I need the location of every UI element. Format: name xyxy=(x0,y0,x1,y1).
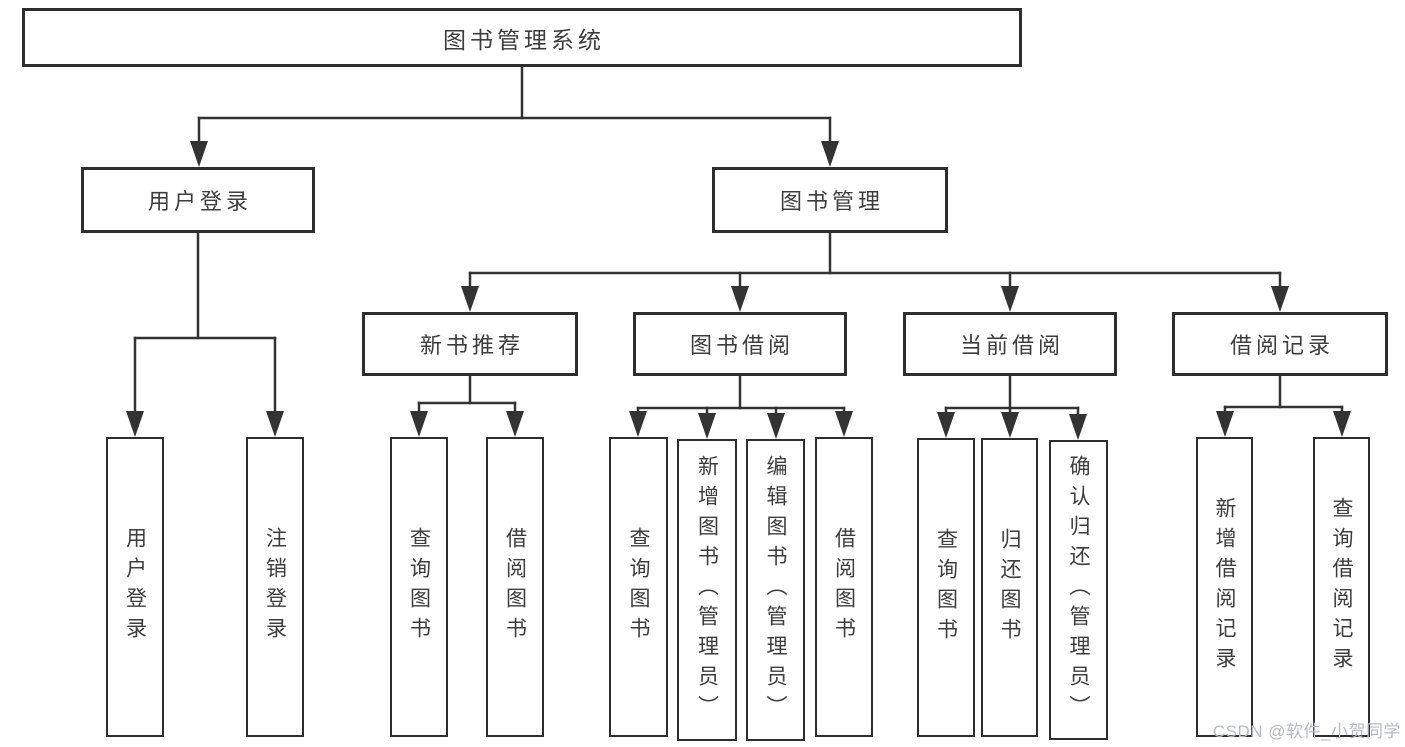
arrow-down-icon xyxy=(767,413,785,439)
node-label: 查询借阅记录 xyxy=(1330,497,1353,677)
connector-current-borrow xyxy=(937,374,1087,440)
arrow-down-icon xyxy=(731,286,749,312)
node-leaf-add-book: 新增图书（管理员） xyxy=(677,439,737,741)
arrow-down-icon xyxy=(1333,411,1351,437)
connector-user-login xyxy=(126,231,284,437)
node-label: 借阅图书 xyxy=(503,527,527,647)
node-label: 归还图书 xyxy=(998,527,1021,648)
node-label: 当前借阅 xyxy=(959,333,1064,358)
node-label: 查询图书 xyxy=(934,527,958,648)
node-label: 查询图书 xyxy=(407,527,431,647)
node-label: 图书管理系统 xyxy=(443,26,605,53)
arrow-down-icon xyxy=(506,411,524,437)
node-leaf-edit-book: 编辑图书（管理员） xyxy=(746,439,805,741)
node-leaf-query-book-3: 查询图书 xyxy=(917,438,975,737)
arrow-down-icon xyxy=(266,411,284,437)
arrow-down-icon xyxy=(1001,412,1019,438)
connector-book-borrow xyxy=(629,374,853,439)
node-label: 借阅图书 xyxy=(832,527,856,647)
arrow-down-icon xyxy=(937,412,955,438)
node-user-login: 用户登录 xyxy=(81,167,315,233)
node-leaf-confirm-return: 确认归还（管理员） xyxy=(1049,440,1108,740)
node-leaf-query-book-2: 查询图书 xyxy=(609,437,668,737)
arrow-down-icon xyxy=(698,413,716,439)
node-current-borrow: 当前借阅 xyxy=(903,312,1117,376)
arrow-down-icon xyxy=(1271,286,1289,312)
arrow-down-icon xyxy=(1216,411,1234,437)
arrow-down-icon xyxy=(821,141,839,167)
arrow-down-icon xyxy=(1001,286,1019,312)
node-label: 新增图书（管理员） xyxy=(695,455,719,725)
arrow-down-icon xyxy=(461,286,479,312)
node-leaf-query-book-1: 查询图书 xyxy=(390,437,448,737)
node-root: 图书管理系统 xyxy=(22,8,1022,67)
node-leaf-query-record: 查询借阅记录 xyxy=(1313,437,1370,737)
node-label: 图书借阅 xyxy=(689,333,794,358)
node-label: 用户登录 xyxy=(123,527,147,647)
arrow-down-icon xyxy=(410,411,428,437)
arrow-down-icon xyxy=(835,411,853,437)
node-label: 注销登录 xyxy=(263,527,287,647)
node-new-book-rec: 新书推荐 xyxy=(362,312,578,376)
node-leaf-borrow-book-2: 借阅图书 xyxy=(815,437,873,737)
connector-new-book-rec xyxy=(410,374,524,437)
node-label: 确认归还（管理员） xyxy=(1067,455,1090,725)
node-leaf-borrow-book-1: 借阅图书 xyxy=(486,437,544,737)
watermark: CSDN @软件_小贺同学 xyxy=(1212,722,1401,741)
arrow-down-icon xyxy=(1069,414,1087,440)
node-leaf-return-book: 归还图书 xyxy=(981,438,1038,737)
connector-root xyxy=(190,65,839,167)
node-leaf-add-record: 新增借阅记录 xyxy=(1196,437,1253,737)
arrow-down-icon xyxy=(126,411,144,437)
node-label: 借阅记录 xyxy=(1229,333,1334,358)
arrow-down-icon xyxy=(629,411,647,437)
connector-borrow-record xyxy=(1216,374,1351,437)
node-leaf-user-login: 用户登录 xyxy=(106,437,164,737)
node-label: 编辑图书（管理员） xyxy=(764,455,787,725)
arrow-down-icon xyxy=(190,141,208,167)
node-label: 新书推荐 xyxy=(419,333,524,358)
node-book-mgmt: 图书管理 xyxy=(712,167,948,233)
node-label: 新增借阅记录 xyxy=(1213,497,1236,677)
connector-book-mgmt xyxy=(461,231,1289,312)
node-borrow-record: 借阅记录 xyxy=(1172,312,1388,376)
node-label: 图书管理 xyxy=(779,189,884,214)
node-leaf-logout: 注销登录 xyxy=(246,437,304,737)
node-label: 用户登录 xyxy=(147,189,252,214)
node-book-borrow: 图书借阅 xyxy=(633,312,847,376)
node-label: 查询图书 xyxy=(627,527,650,647)
